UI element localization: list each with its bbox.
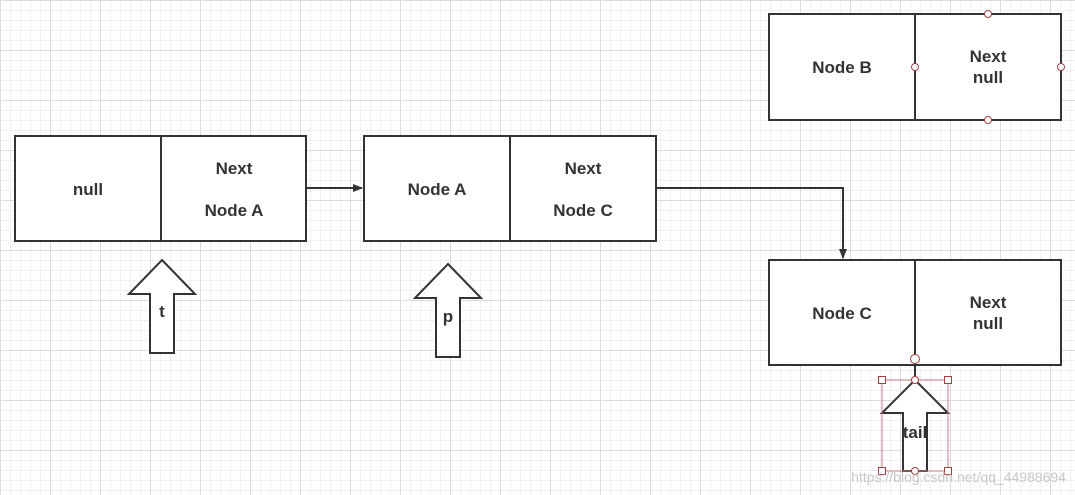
resize-handle-bottom[interactable]	[911, 467, 919, 475]
pointer-t[interactable]: t	[126, 258, 198, 354]
resize-handle-top-right[interactable]	[944, 376, 952, 384]
tail-connection-point[interactable]	[910, 354, 920, 364]
node-c[interactable]: Node C Next null	[768, 259, 1062, 366]
resize-handle-top-left[interactable]	[878, 376, 886, 384]
node-a-to-node-c-arrow[interactable]	[656, 187, 847, 259]
head-node-value: null	[73, 180, 103, 199]
pointer-t-arrow-shape	[126, 258, 198, 354]
node-b-next-value: null	[973, 68, 1003, 87]
head-node-next-label: Next	[216, 159, 253, 178]
node-a[interactable]: Node A Next Node C	[363, 135, 657, 242]
node-b-next-label: Next	[970, 47, 1007, 66]
node-b-connection-point-right[interactable]	[1057, 63, 1065, 71]
pointer-p[interactable]: p	[412, 262, 484, 358]
node-b-connection-point-left[interactable]	[911, 63, 919, 71]
head-node[interactable]: null Next Node A	[14, 135, 307, 242]
node-b-value: Node B	[812, 58, 872, 77]
watermark-text: https://blog.csdn.net/qq_44988694	[851, 469, 1066, 485]
node-a-next-label: Next	[565, 159, 602, 178]
node-c-next-label: Next	[970, 293, 1007, 312]
resize-handle-top[interactable]	[911, 376, 919, 384]
pointer-p-arrow-shape	[412, 262, 484, 358]
node-c-value: Node C	[812, 304, 872, 323]
node-b-connection-point-bottom[interactable]	[984, 116, 992, 124]
pointer-tail-label: tail	[903, 423, 928, 442]
pointer-tail[interactable]: tail	[878, 376, 952, 475]
node-b[interactable]: Node B Next null	[768, 10, 1065, 124]
pointer-t-label: t	[159, 302, 165, 321]
node-a-next-value: Node C	[553, 201, 613, 220]
node-a-value: Node A	[408, 180, 467, 199]
node-c-next-value: null	[973, 314, 1003, 333]
node-b-connection-point-top[interactable]	[984, 10, 992, 18]
resize-handle-bottom-left[interactable]	[878, 467, 886, 475]
head-node-next-value: Node A	[205, 201, 264, 220]
resize-handle-bottom-right[interactable]	[944, 467, 952, 475]
pointer-p-label: p	[443, 307, 453, 326]
